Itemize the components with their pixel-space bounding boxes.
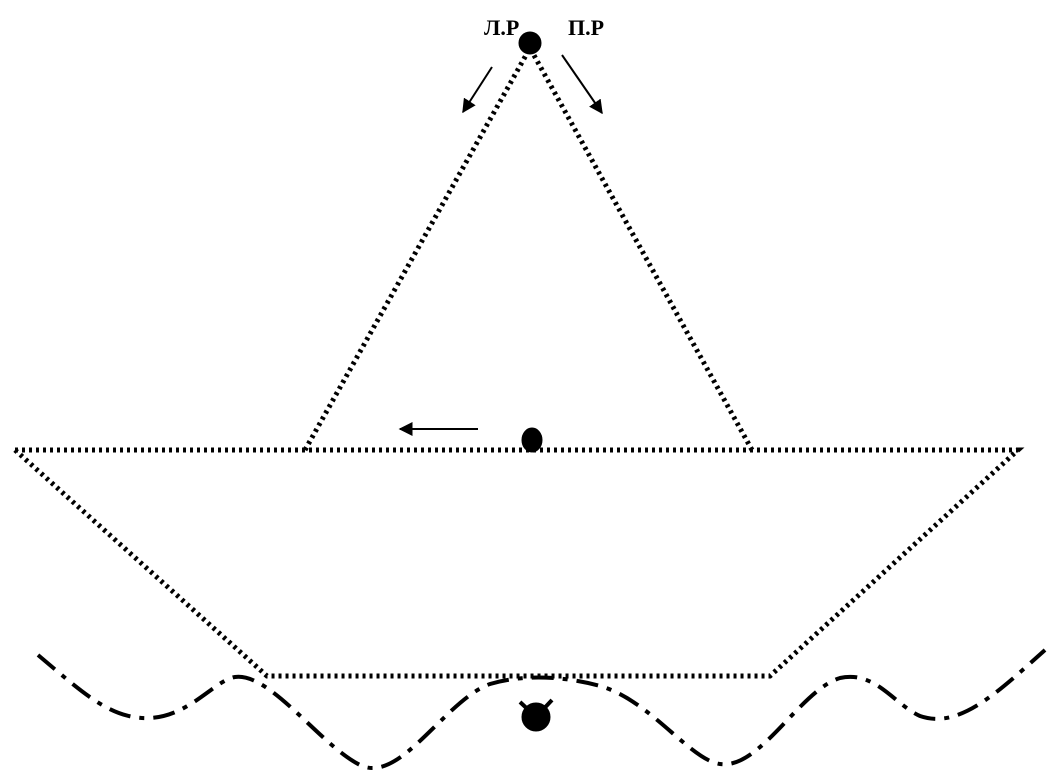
apex-dot bbox=[518, 31, 542, 55]
left-label: Л.Р bbox=[484, 15, 519, 40]
right-label: П.Р bbox=[568, 15, 604, 40]
diagram-ink: Л.Р П.Р bbox=[8, 15, 1047, 770]
left-rotation-arrow bbox=[462, 66, 493, 114]
deck-dot bbox=[521, 427, 543, 453]
keel-mark bbox=[518, 698, 554, 720]
right-rotation-arrow bbox=[561, 54, 603, 115]
hull-trapezoid bbox=[8, 447, 1025, 679]
sail-triangle bbox=[302, 42, 755, 452]
